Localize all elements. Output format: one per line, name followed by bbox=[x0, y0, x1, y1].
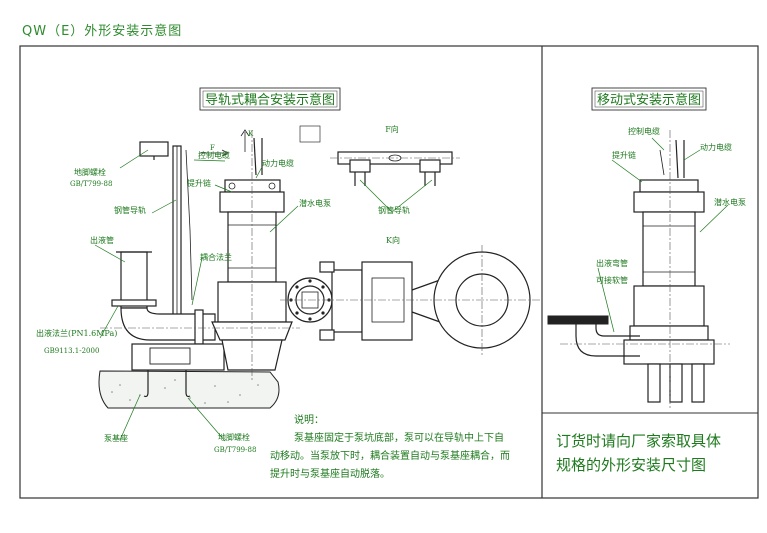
label-pump-base: 泵基座 bbox=[104, 433, 128, 443]
label-lift-chain: 提升链 bbox=[187, 178, 211, 188]
order-note-line-2: 规格的外形安装尺寸图 bbox=[556, 456, 706, 474]
ground-dots bbox=[111, 379, 259, 404]
right-label-hose-connector: 可接软管 bbox=[596, 275, 628, 285]
notes-heading: 说明： bbox=[294, 413, 324, 426]
ground-base bbox=[98, 370, 280, 409]
outlet-flange bbox=[194, 309, 204, 345]
label-anchor-bolt-top: 地脚螺栓 bbox=[74, 167, 106, 177]
label-outlet-flange: 出液法兰(PN1.6MPa) bbox=[36, 328, 117, 338]
right-label-power-cable: 动力电缆 bbox=[700, 142, 732, 152]
view-f: F向 bbox=[330, 124, 460, 186]
left-panel-title: 导轨式耦合安装示意图 bbox=[205, 92, 335, 108]
view-k-title: K向 bbox=[386, 235, 400, 245]
order-note-line-1: 订货时请向厂家索取具体 bbox=[556, 432, 721, 450]
portable-pump-assembly bbox=[547, 130, 730, 410]
notes-line-3: 提升时与泵基座自动脱落。 bbox=[270, 467, 390, 480]
notes-line-2: 动移动。当泵放下时，耦合装置自动与泵基座耦合，而 bbox=[270, 449, 510, 462]
submersible-pump-left bbox=[211, 130, 293, 380]
right-panel-title-box: 移动式安装示意图 bbox=[591, 87, 707, 111]
notes-line-1: 泵基座固定于泵坑底部，泵可以在导轨中上下自 bbox=[294, 431, 504, 444]
view-k: K向 bbox=[280, 235, 540, 355]
label-coupling-flange: 耦合法兰 bbox=[200, 252, 232, 262]
right-label-submersible-pump: 潜水电泵 bbox=[714, 197, 746, 207]
right-panel-title: 移动式安装示意图 bbox=[597, 92, 701, 108]
label-view-k-marker: K bbox=[248, 130, 254, 138]
label-outlet-pipe: 出液管 bbox=[90, 235, 114, 245]
anchor-bolt-right bbox=[185, 370, 191, 398]
label-submersible-pump: 潜水电泵 bbox=[299, 198, 331, 208]
label-anchor-bolt-bottom-std: GB/T799-88 bbox=[214, 446, 256, 454]
label-view-f-guide: 钢管导轨 bbox=[378, 205, 410, 215]
label-control-cable: 控制电缆 bbox=[198, 150, 230, 160]
page-title: QW（E）外形安装示意图 bbox=[22, 24, 183, 39]
label-anchor-bolt-top-std: GB/T799-88 bbox=[70, 180, 112, 188]
left-panel-title-box: 导轨式耦合安装示意图 bbox=[199, 87, 341, 111]
left-leaders bbox=[94, 149, 433, 442]
label-steel-guide-rail: 钢管导轨 bbox=[114, 205, 146, 215]
right-leaders bbox=[597, 137, 729, 333]
label-power-cable: 动力电缆 bbox=[262, 158, 294, 168]
guide-rail-assembly bbox=[98, 125, 321, 409]
right-label-control-cable: 控制电缆 bbox=[628, 126, 660, 136]
label-outlet-flange-std: GB9113.1-2000 bbox=[44, 347, 99, 355]
outer-frame bbox=[19, 45, 759, 499]
view-f-title: F向 bbox=[385, 124, 399, 134]
label-anchor-bolt-bottom: 地脚螺栓 bbox=[218, 432, 250, 442]
right-label-lift-chain: 提升链 bbox=[612, 150, 636, 160]
top-bracket bbox=[139, 141, 169, 157]
label-view-f-marker: F bbox=[210, 144, 215, 152]
right-label-outlet-elbow: 出液弯管 bbox=[596, 258, 628, 268]
anchor-bolt-left bbox=[143, 370, 149, 398]
